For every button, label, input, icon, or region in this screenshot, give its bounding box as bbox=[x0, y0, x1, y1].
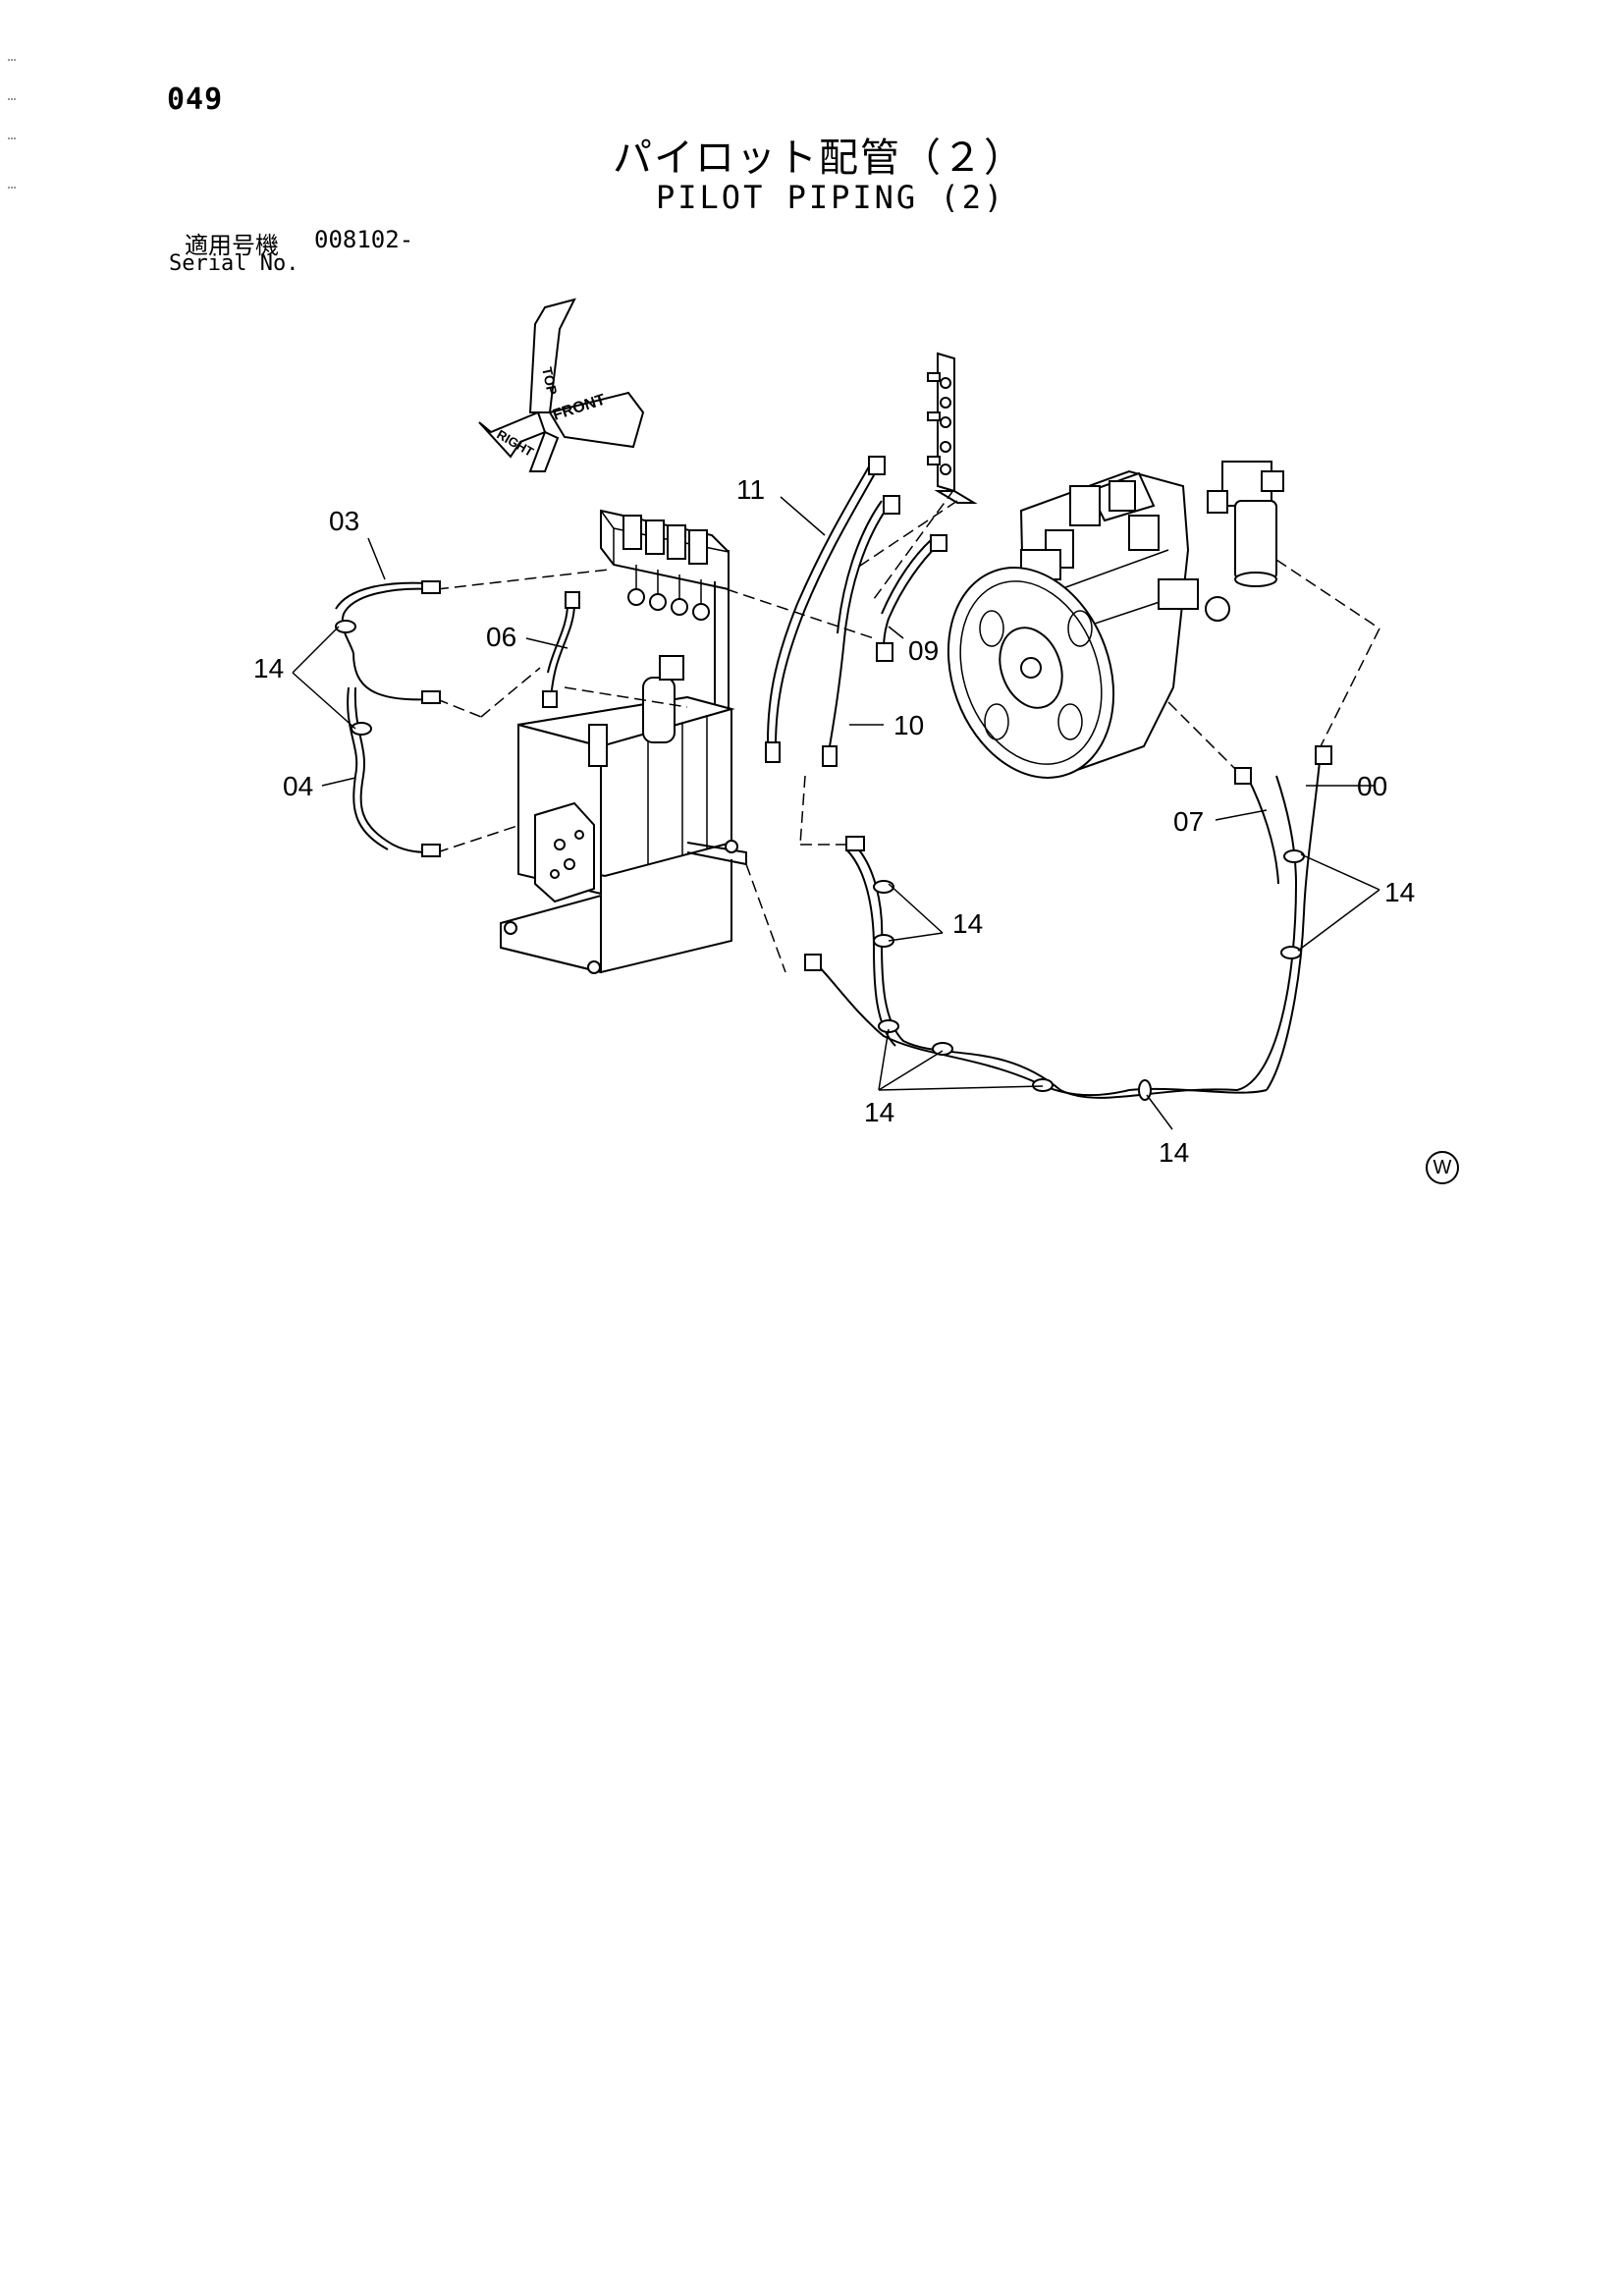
scan-margin-mark bbox=[8, 187, 16, 189]
hose-03 bbox=[335, 580, 441, 654]
callout-11: 11 bbox=[736, 474, 765, 505]
callout-00: 00 bbox=[1357, 771, 1387, 801]
serial-number-value: 008102- bbox=[314, 226, 414, 253]
control-valve-block bbox=[500, 655, 747, 974]
hose-04 bbox=[347, 686, 441, 857]
hose-09 bbox=[876, 534, 947, 662]
page-title-japanese: パイロット配管（２） bbox=[613, 136, 1025, 181]
manifold-bracket bbox=[927, 352, 978, 504]
serial-label-english: Serial No. bbox=[169, 251, 299, 276]
callout-14-left: 14 bbox=[253, 653, 284, 683]
orientation-top-label: TOP bbox=[539, 365, 561, 396]
page-title-english: PILOT PIPING (2) bbox=[656, 179, 1006, 216]
hose-10 bbox=[822, 495, 900, 767]
watermark-circle-w: W bbox=[1426, 1151, 1459, 1184]
serial-label-japanese: 適用号機 bbox=[185, 232, 279, 259]
hose-14-left bbox=[352, 652, 441, 704]
callout-09: 09 bbox=[908, 635, 939, 666]
hydraulic-pump-assembly bbox=[947, 469, 1230, 779]
callout-07: 07 bbox=[1173, 806, 1204, 837]
hose-11 bbox=[765, 456, 886, 763]
scan-margin-mark bbox=[8, 59, 16, 61]
callout-06: 06 bbox=[486, 622, 516, 652]
callout-04: 04 bbox=[283, 771, 313, 801]
hose-long-bottom bbox=[804, 745, 1332, 1099]
callout-03: 03 bbox=[329, 506, 359, 536]
pilot-filter bbox=[1207, 461, 1284, 587]
page-number: 049 bbox=[167, 82, 224, 117]
connection-dashed-lines bbox=[436, 488, 1380, 973]
callout-14-bottom: 14 bbox=[1159, 1137, 1189, 1168]
orientation-indicator: TOP FRONT RIGHT bbox=[478, 298, 645, 472]
callout-10: 10 bbox=[893, 710, 924, 740]
callout-14-bottom-left: 14 bbox=[864, 1097, 894, 1127]
callout-14-right: 14 bbox=[1384, 877, 1415, 907]
callout-14-middle: 14 bbox=[952, 908, 983, 939]
scan-margin-mark bbox=[8, 137, 16, 139]
callout-leaders bbox=[292, 496, 1380, 1130]
hose-06 bbox=[542, 591, 580, 708]
scan-margin-mark bbox=[8, 98, 16, 100]
